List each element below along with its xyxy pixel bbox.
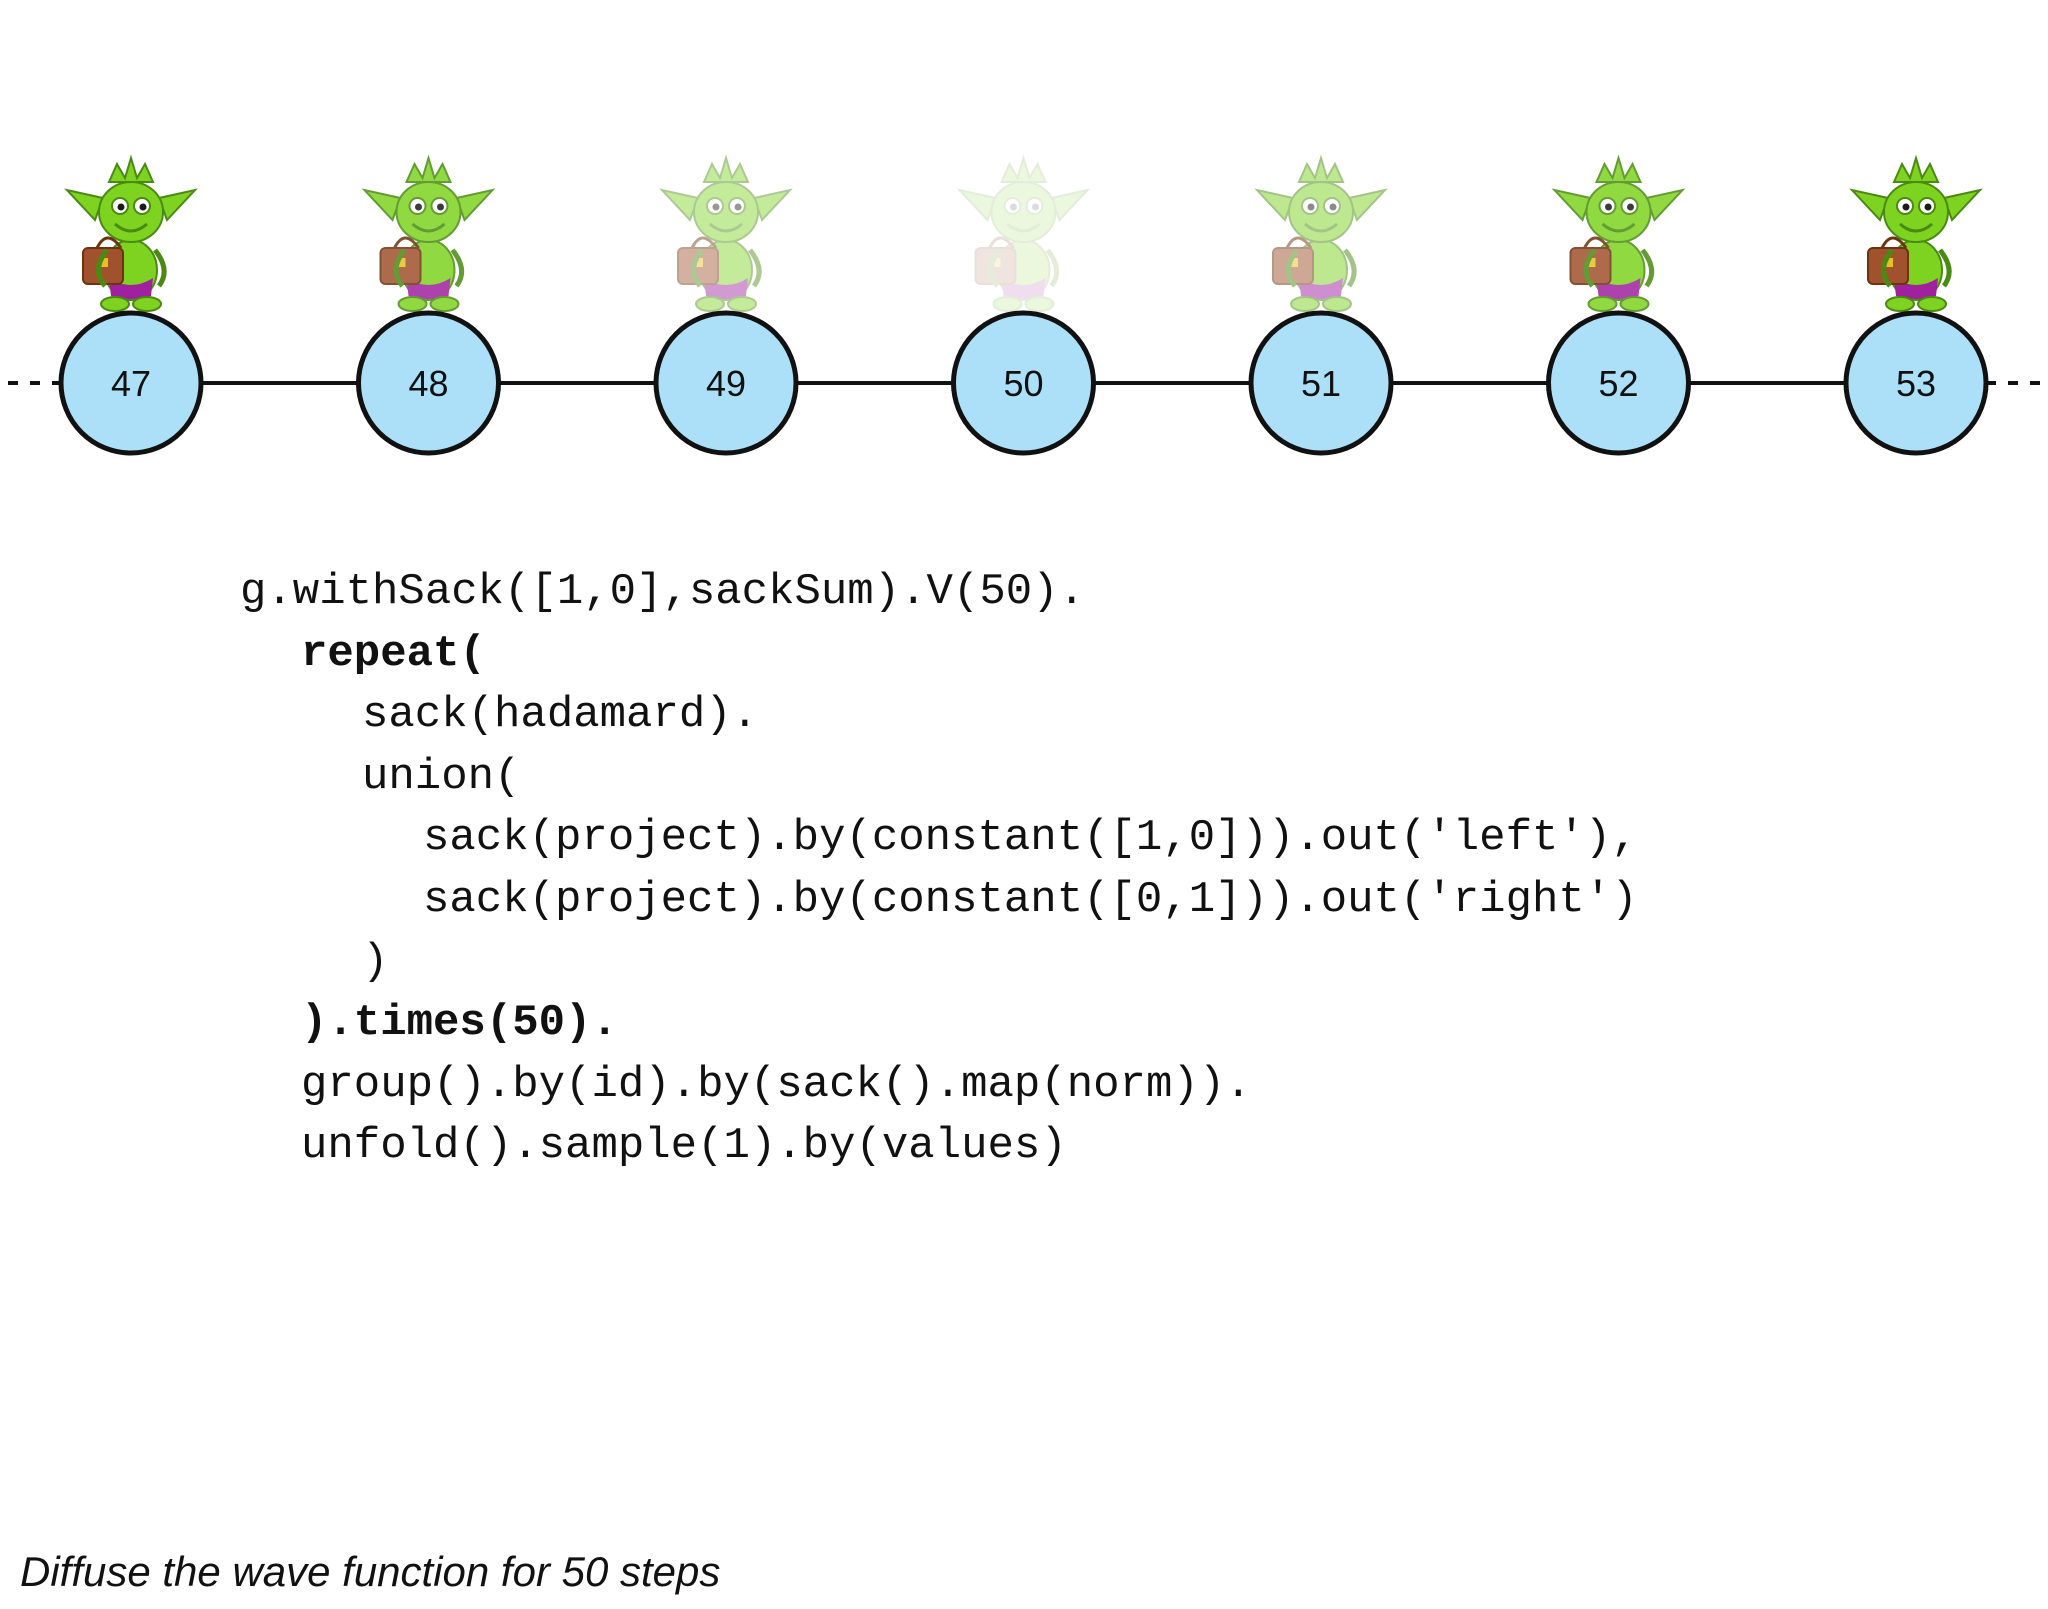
vertex-52 xyxy=(1546,310,1691,456)
code-line: unfold().sample(1).by(values) xyxy=(240,1116,1638,1178)
code-text: group().by(id).by(sack().map(norm)). xyxy=(301,1059,1252,1110)
code-text: sack(project).by(constant([0,1])).out('r… xyxy=(423,874,1638,925)
code-line: ) xyxy=(240,932,1638,994)
code-text: g.withSack([1,0],sackSum).V(50). xyxy=(240,567,1085,617)
code-line: sack(hadamard). xyxy=(240,685,1638,747)
code-text: ) xyxy=(362,936,389,987)
vertex-51 xyxy=(1248,310,1394,456)
vertex-49 xyxy=(653,310,799,456)
gremlins xyxy=(64,154,1983,312)
vertex-label: 49 xyxy=(706,363,746,404)
code-keyword: ).times(50). xyxy=(301,998,618,1049)
vertex-47 xyxy=(58,310,204,456)
vertices: 47 48 49 50 51 52 53 xyxy=(58,310,1989,456)
gremlin-icon xyxy=(659,154,793,312)
code-line: ).times(50). xyxy=(240,993,1638,1055)
vertex-label: 53 xyxy=(1896,363,1936,404)
code-line: sack(project).by(constant([0,1])).out('r… xyxy=(240,870,1638,932)
code-text: union( xyxy=(362,751,521,802)
vertex-label: 50 xyxy=(1003,363,1043,404)
vertex-label: 51 xyxy=(1301,363,1341,404)
vertex-label: 47 xyxy=(111,363,151,404)
code-line: repeat( xyxy=(240,624,1638,686)
vertex-label: 52 xyxy=(1598,363,1638,404)
code-line: union( xyxy=(240,747,1638,809)
gremlin-icon xyxy=(1551,154,1686,312)
gremlin-icon xyxy=(956,154,1091,312)
code-text: sack(hadamard). xyxy=(362,690,759,741)
vertex-chain-diagram: 47 48 49 50 51 52 53 xyxy=(8,154,2040,456)
gremlin-icon xyxy=(1849,154,1983,312)
code-line: g.withSack([1,0],sackSum).V(50). xyxy=(240,562,1638,624)
vertex-53 xyxy=(1843,310,1989,456)
code-keyword: repeat( xyxy=(301,628,486,679)
code-line: group().by(id).by(sack().map(norm)). xyxy=(240,1055,1638,1117)
vertex-label: 48 xyxy=(408,363,448,404)
vertex-50 xyxy=(951,310,1096,456)
caption: Diffuse the wave function for 50 steps xyxy=(20,1548,721,1595)
gremlin-icon xyxy=(1254,154,1388,312)
gremlin-code-block: g.withSack([1,0],sackSum).V(50). repeat( s… xyxy=(240,562,1638,1178)
code-line: sack(project).by(constant([1,0])).out('l… xyxy=(240,808,1638,870)
code-text: sack(project).by(constant([1,0])).out('l… xyxy=(423,813,1638,864)
code-text: unfold().sample(1).by(values) xyxy=(301,1121,1067,1172)
vertex-48 xyxy=(356,310,501,456)
gremlin-icon xyxy=(361,154,496,312)
gremlin-icon xyxy=(64,154,198,312)
